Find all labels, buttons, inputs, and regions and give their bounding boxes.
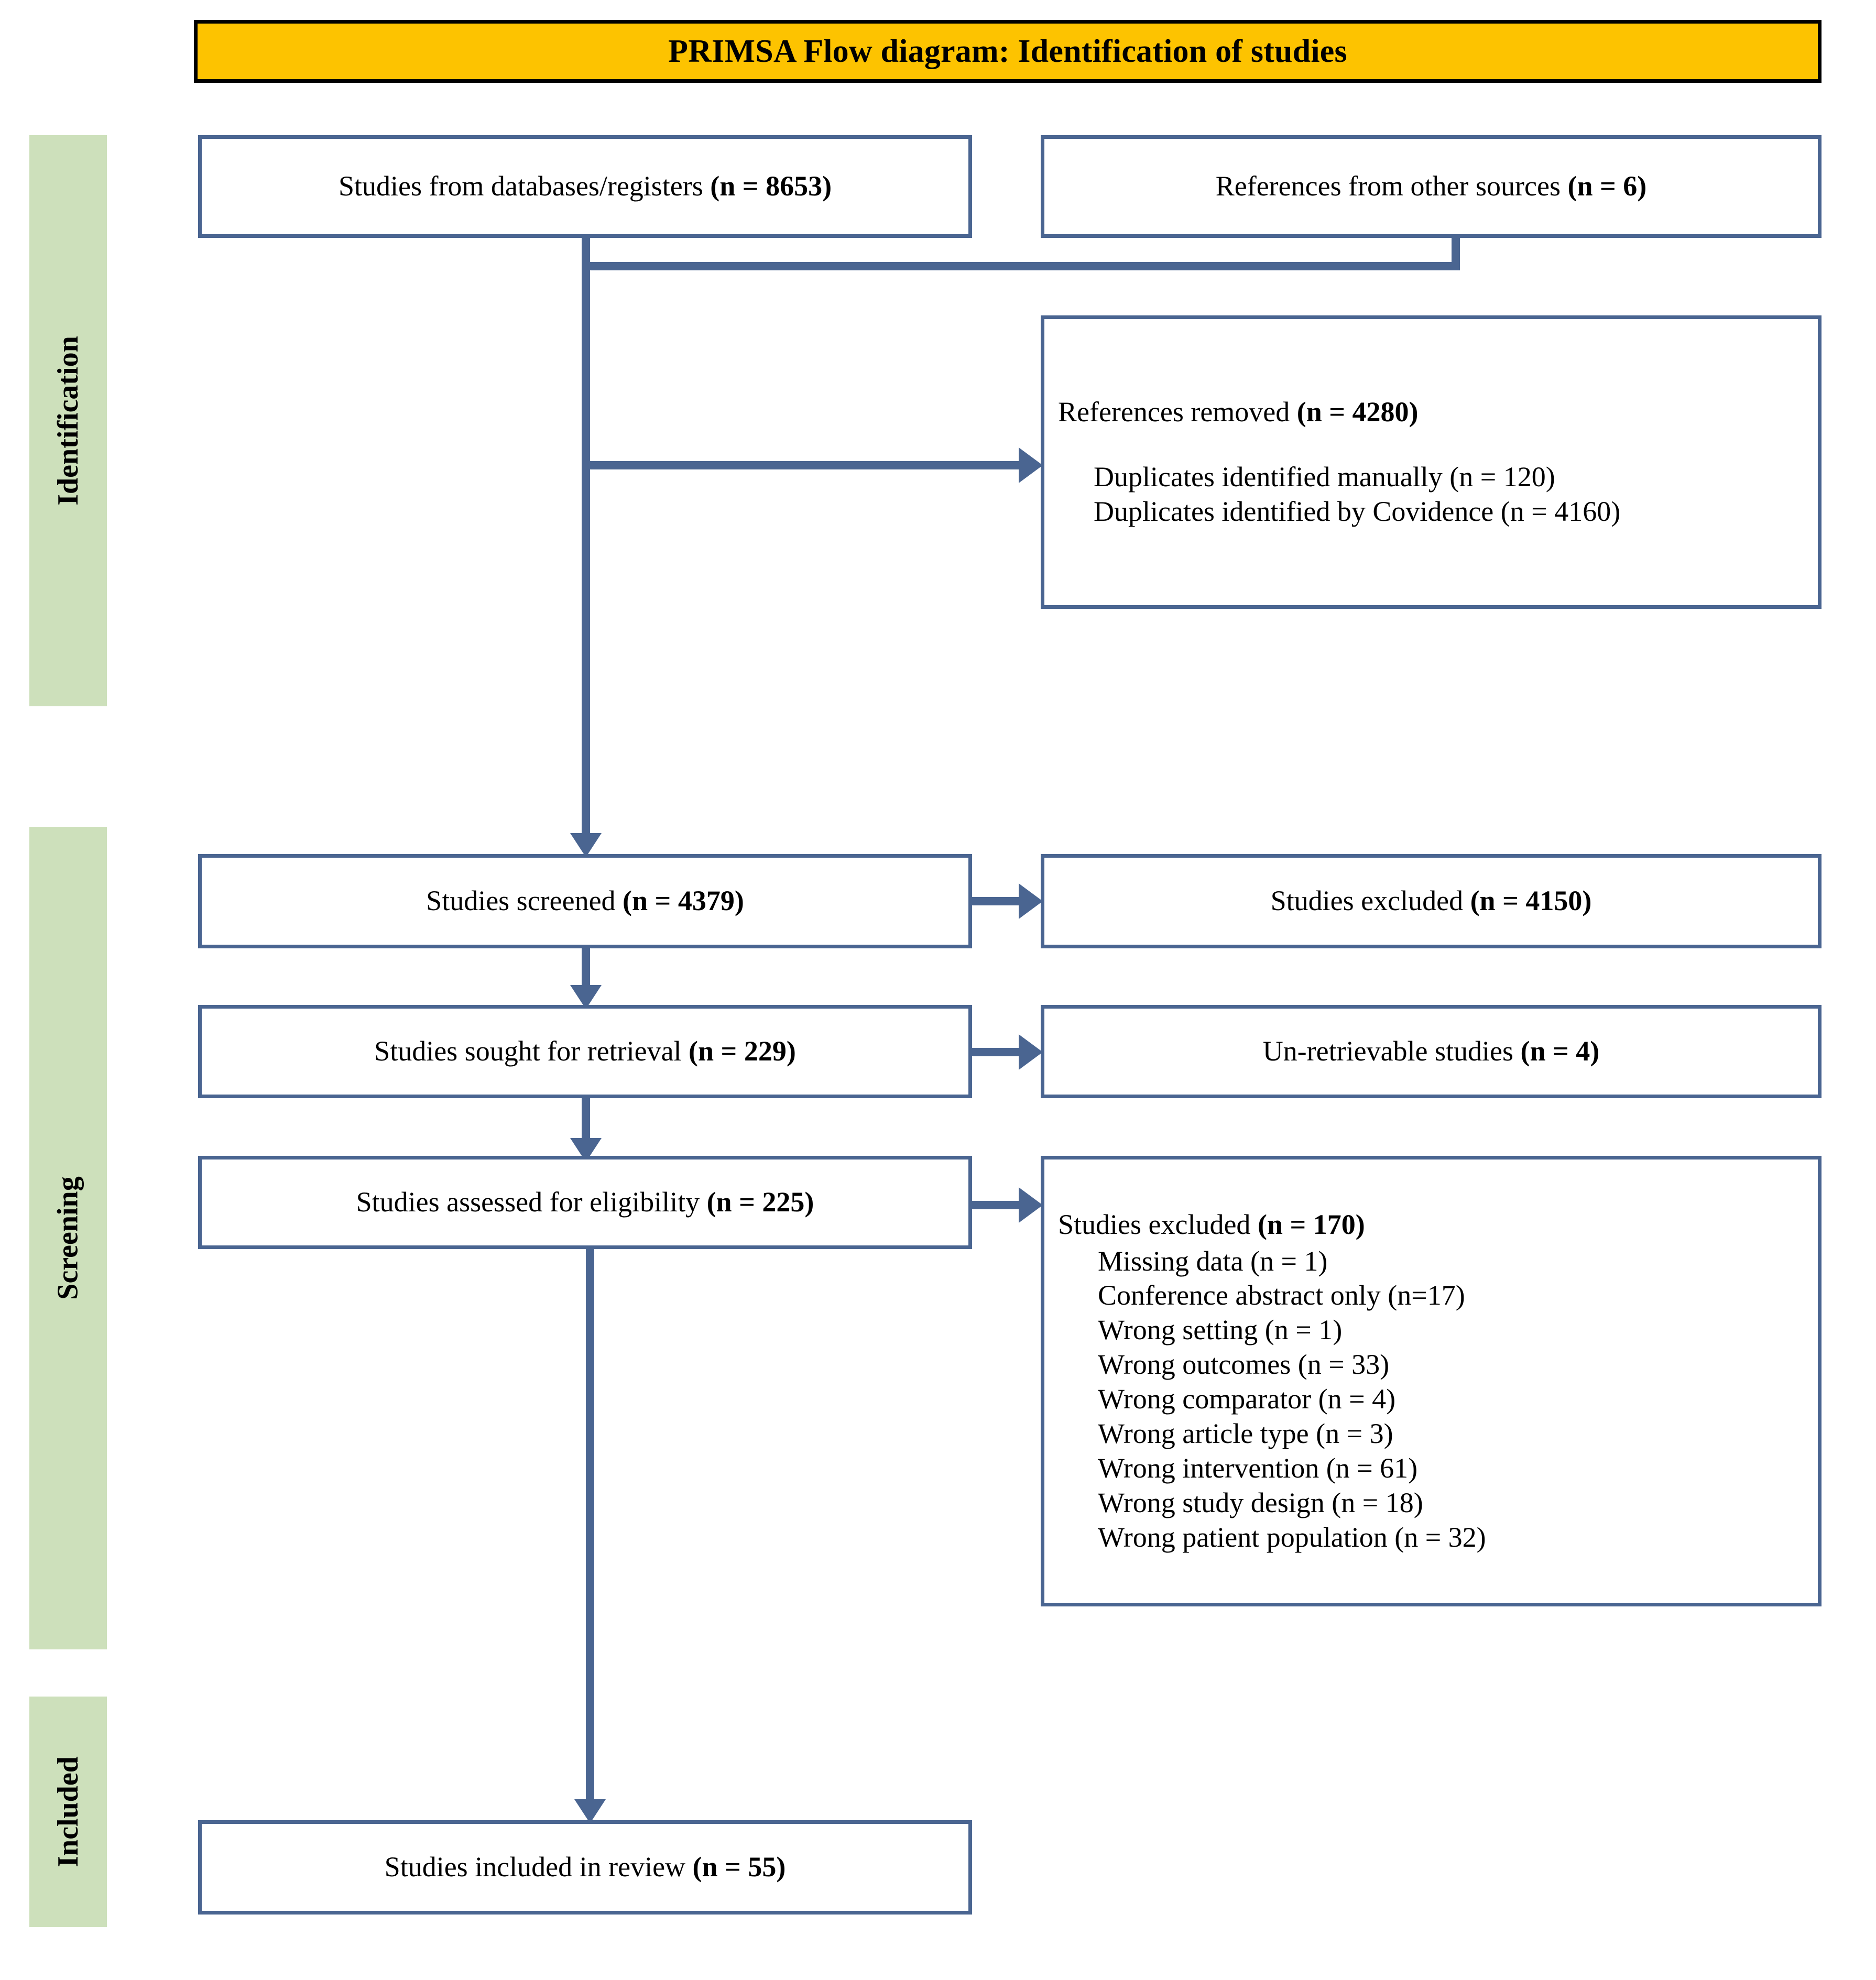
box-studies-screened[interactable]: Studies screened (n = 4379) <box>198 854 972 948</box>
box-studies-included-in-review-text: Studies included in review (n = 55) <box>371 1850 800 1885</box>
duplicates-manual-line: Duplicates identified manually (n = 120) <box>1094 461 1555 493</box>
exclusion-reason-list: Missing data (n = 1) Conference abstract… <box>1058 1244 1486 1555</box>
exclusion-reason-item: Conference abstract only (n=17) <box>1098 1279 1465 1311</box>
stage-label-screening: Screening <box>52 1176 84 1300</box>
stage-band-identification: Identification <box>29 135 107 706</box>
box-studies-included-in-review[interactable]: Studies included in review (n = 55) <box>198 1820 972 1915</box>
exclusion-reason-item: Wrong comparator (n = 4) <box>1098 1383 1396 1415</box>
connector-sought-to-assessed <box>582 1098 590 1141</box>
box-references-other-sources-text: References from other sources (n = 6) <box>1202 169 1661 204</box>
references-removed-sublines: Duplicates identified manually (n = 120)… <box>1058 460 1620 529</box>
arrowhead-assessed-to-excluded <box>1019 1187 1043 1223</box>
box-references-other-sources[interactable]: References from other sources (n = 6) <box>1041 135 1822 238</box>
box-studies-excluded-eligibility[interactable]: Studies excluded (n = 170) Missing data … <box>1041 1156 1822 1606</box>
connector-other-sources-down <box>1452 237 1460 269</box>
stage-label-included: Included <box>52 1756 85 1867</box>
arrowhead-to-included <box>574 1799 606 1823</box>
exclusion-reason-item: Wrong patient population (n = 32) <box>1098 1521 1486 1553</box>
box-unretrievable-studies[interactable]: Un-retrievable studies (n = 4) <box>1041 1005 1822 1098</box>
exclusion-reason-item: Missing data (n = 1) <box>1098 1245 1328 1277</box>
box-studies-excluded-screening[interactable]: Studies excluded (n = 4150) <box>1041 854 1822 948</box>
databases-count: (n = 8653) <box>710 170 832 202</box>
assessed-eligibility-label: Studies assessed for eligibility <box>356 1186 707 1218</box>
sought-retrieval-count: (n = 229) <box>689 1035 796 1067</box>
stage-band-screening: Screening <box>29 827 107 1649</box>
assessed-eligibility-count: (n = 225) <box>706 1186 814 1218</box>
unretrievable-label: Un-retrievable studies <box>1262 1035 1521 1067</box>
page-title: PRIMSA Flow diagram: Identification of s… <box>668 33 1347 69</box>
box-references-removed[interactable]: References removed (n = 4280) Duplicates… <box>1041 315 1822 609</box>
arrowhead-screened-to-excluded <box>1019 883 1043 919</box>
excluded-eligibility-count: (n = 170) <box>1257 1208 1365 1240</box>
connector-to-references-removed <box>582 461 1022 469</box>
connector-merge-bus <box>582 262 1460 270</box>
arrowhead-sought-to-unretrievable <box>1019 1034 1043 1070</box>
sought-retrieval-label: Studies sought for retrieval <box>374 1035 689 1067</box>
screened-label: Studies screened <box>426 885 623 917</box>
box-studies-from-databases-text: Studies from databases/registers (n = 86… <box>325 169 845 204</box>
excluded-screening-count: (n = 4150) <box>1470 885 1592 917</box>
box-studies-assessed-eligibility[interactable]: Studies assessed for eligibility (n = 22… <box>198 1156 972 1249</box>
arrowhead-to-references-removed <box>1019 447 1043 483</box>
connector-assessed-to-excluded <box>972 1201 1020 1209</box>
connector-sought-to-unretrievable <box>972 1048 1020 1056</box>
box-studies-sought-retrieval[interactable]: Studies sought for retrieval (n = 229) <box>198 1005 972 1098</box>
stage-label-identification: Identification <box>52 336 84 506</box>
diagram-title-banner: PRIMSA Flow diagram: Identification of s… <box>194 20 1822 83</box>
stage-band-included: Included <box>29 1697 107 1927</box>
included-label: Studies included in review <box>384 1851 693 1883</box>
box-studies-sought-retrieval-text: Studies sought for retrieval (n = 229) <box>361 1034 810 1069</box>
box-studies-from-databases[interactable]: Studies from databases/registers (n = 86… <box>198 135 972 238</box>
other-sources-count: (n = 6) <box>1567 170 1647 202</box>
box-studies-screened-text: Studies screened (n = 4379) <box>412 884 758 918</box>
exclusion-reason-item: Wrong setting (n = 1) <box>1098 1314 1343 1346</box>
arrowhead-to-screened <box>570 833 602 857</box>
excluded-eligibility-label: Studies excluded <box>1058 1208 1258 1240</box>
excluded-screening-label: Studies excluded <box>1270 885 1470 917</box>
exclusion-reason-item: Wrong outcomes (n = 33) <box>1098 1349 1390 1381</box>
included-count: (n = 55) <box>692 1851 786 1883</box>
exclusion-reason-item: Wrong study design (n = 18) <box>1098 1486 1423 1518</box>
box-studies-excluded-screening-text: Studies excluded (n = 4150) <box>1257 884 1606 918</box>
excluded-eligibility-heading: Studies excluded (n = 170) <box>1058 1208 1486 1242</box>
box-unretrievable-studies-text: Un-retrievable studies (n = 4) <box>1249 1034 1613 1069</box>
references-removed-label: References removed <box>1058 396 1297 428</box>
databases-label: Studies from databases/registers <box>338 170 711 202</box>
box-references-removed-text: References removed (n = 4280) Duplicates… <box>1044 395 1634 529</box>
connector-screened-to-sought <box>582 948 590 989</box>
connector-trunk-to-screened <box>582 262 590 844</box>
exclusion-reason-item: Wrong intervention (n = 61) <box>1098 1452 1418 1484</box>
unretrievable-count: (n = 4) <box>1520 1035 1600 1067</box>
connector-screened-to-excluded <box>972 897 1020 905</box>
references-removed-heading: References removed (n = 4280) <box>1058 395 1620 430</box>
other-sources-label: References from other sources <box>1215 170 1568 202</box>
duplicates-covidence-line: Duplicates identified by Covidence (n = … <box>1094 495 1621 527</box>
exclusion-reason-item: Wrong article type (n = 3) <box>1098 1417 1393 1449</box>
connector-databases-down <box>582 237 590 269</box>
box-studies-excluded-eligibility-text: Studies excluded (n = 170) Missing data … <box>1044 1208 1500 1555</box>
screened-count: (n = 4379) <box>623 885 744 917</box>
box-studies-assessed-eligibility-text: Studies assessed for eligibility (n = 22… <box>343 1185 828 1220</box>
connector-assessed-to-included <box>586 1248 594 1803</box>
references-removed-count: (n = 4280) <box>1296 396 1419 428</box>
